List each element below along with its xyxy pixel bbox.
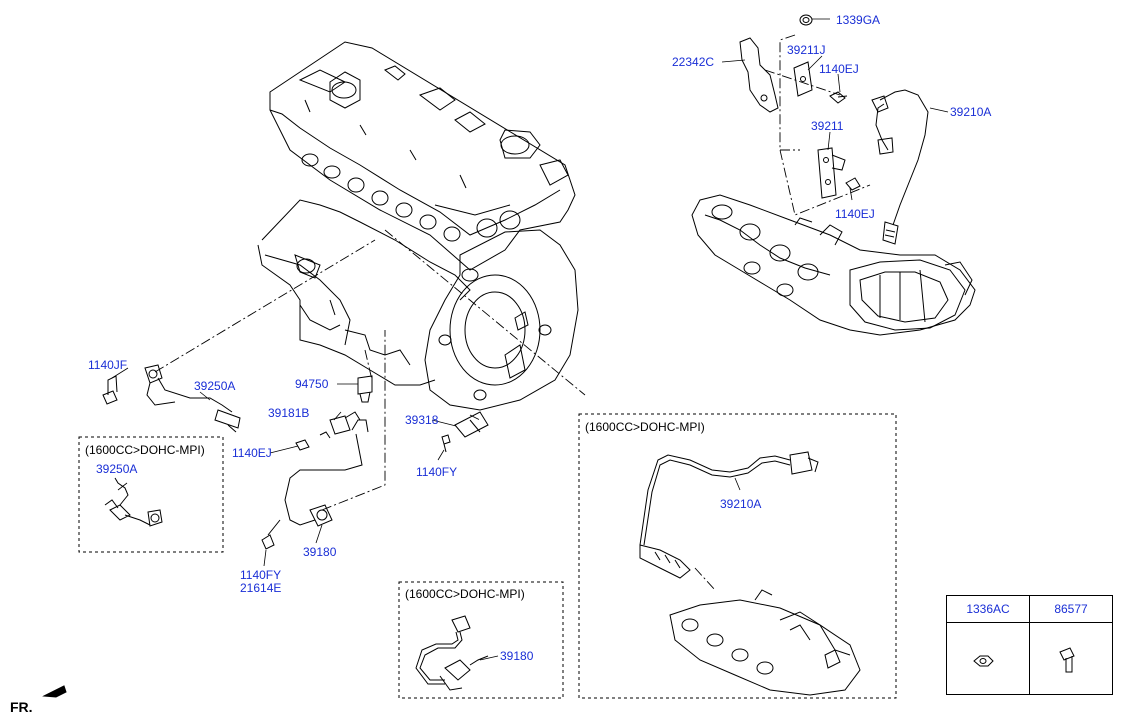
part-label-39180[interactable]: 39180	[303, 545, 337, 559]
part-label-39210A-top[interactable]: 39210A	[950, 105, 992, 119]
part-label-39250A-box[interactable]: 39250A	[96, 462, 138, 476]
part-label-1140FY[interactable]: 1140FY	[416, 465, 458, 479]
box-bottom-frame	[398, 581, 564, 699]
part-label-39318[interactable]: 39318	[405, 413, 439, 427]
part-label-39180-box[interactable]: 39180	[500, 649, 534, 663]
legend-header-86577[interactable]: 86577	[1030, 596, 1112, 623]
part-label-1140FY-bottom[interactable]: 1140FY	[240, 568, 282, 582]
legend-parts	[973, 647, 1075, 673]
box-left-title: (1600CC>DOHC-MPI)	[85, 443, 205, 457]
part-label-1339GA[interactable]: 1339GA	[836, 13, 881, 27]
bracket-parts	[739, 14, 861, 199]
legend-table: 1336AC 86577	[946, 595, 1113, 695]
box-right-sensor	[639, 451, 819, 579]
leader-lines	[154, 34, 871, 591]
part-label-39181B[interactable]: 39181B	[268, 406, 310, 420]
box-right-frame	[578, 413, 897, 699]
part-label-1140EJ-top[interactable]: 1140EJ	[819, 62, 859, 76]
part-label-39210A-box[interactable]: 39210A	[720, 497, 762, 511]
part-label-22342C[interactable]: 22342C	[672, 55, 715, 69]
label-leaders	[111, 18, 949, 661]
fr-arrow-icon	[42, 685, 67, 698]
part-label-1140JF[interactable]: 1140JF	[88, 358, 128, 372]
legend-header-1336AC[interactable]: 1336AC	[947, 596, 1030, 623]
engine-block-drawing	[257, 41, 579, 411]
part-label-1140EJ-left[interactable]: 1140EJ	[232, 446, 272, 460]
part-label-39211J[interactable]: 39211J	[787, 43, 826, 57]
part-label-21614E[interactable]: 21614E	[240, 581, 282, 595]
box-right-manifold	[669, 589, 861, 696]
box-bottom-title: (1600CC>DOHC-MPI)	[405, 587, 525, 601]
box-bottom-sensor	[415, 615, 489, 691]
part-label-94750[interactable]: 94750	[295, 377, 329, 391]
knock-sensor-parts	[102, 364, 489, 550]
part-label-39211[interactable]: 39211	[811, 119, 844, 133]
part-label-1140EJ-mid[interactable]: 1140EJ	[835, 207, 875, 221]
box-left-sensor	[104, 477, 163, 527]
exhaust-manifold-top	[691, 194, 976, 336]
box-right-title: (1600CC>DOHC-MPI)	[585, 420, 705, 434]
orientation-label: FR.	[10, 699, 33, 715]
legend-divider	[1029, 622, 1030, 694]
part-label-39250A[interactable]: 39250A	[194, 379, 236, 393]
oxygen-sensor-top	[871, 89, 929, 245]
box-left-frame	[78, 436, 224, 553]
